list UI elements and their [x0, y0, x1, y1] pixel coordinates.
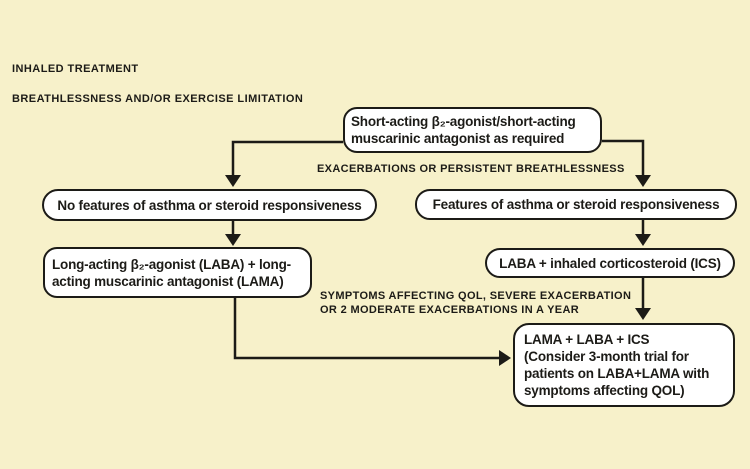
arrow-ics-to-triple	[635, 278, 651, 320]
box-text-line: LAMA + LABA + ICS	[524, 332, 650, 347]
box-text-line: (Consider 3-month trial for	[524, 349, 689, 364]
box-text-line: Features of asthma or steroid responsive…	[432, 197, 720, 212]
arrow-noasthma-to-labalama	[225, 221, 241, 246]
box-no-asthma-features: No features of asthma or steroid respons…	[42, 189, 377, 221]
box-text-line: patients on LABA+LAMA with	[524, 366, 710, 381]
exacerbations-label: EXACERBATIONS OR PERSISTENT BREATHLESSNE…	[317, 163, 625, 175]
box-text-line: muscarinic antagonist as required	[351, 131, 565, 146]
breathlessness-heading: BREATHLESSNESS AND/OR EXERCISE LIMITATIO…	[12, 93, 304, 105]
box-short-acting-bronchodilator: Short-acting β₂-agonist/short-acting mus…	[343, 107, 602, 153]
box-asthma-features: Features of asthma or steroid responsive…	[415, 189, 737, 220]
symptoms-label-line: OR 2 MODERATE EXACERBATIONS IN A YEAR	[320, 304, 580, 316]
arrow-asthma-to-ics	[635, 220, 651, 246]
box-text-line: symptoms affecting QOL)	[524, 383, 685, 398]
arrow-saba-to-asthma	[602, 139, 651, 187]
arrow-labalama-to-triple	[233, 298, 511, 366]
symptoms-label-line: SYMPTOMS AFFECTING QOL, SEVERE EXACERBAT…	[320, 290, 632, 302]
arrow-saba-to-noasthma	[225, 140, 343, 187]
page-title: INHALED TREATMENT	[12, 63, 139, 75]
box-text-line: Short-acting β₂-agonist/short-acting	[351, 114, 576, 129]
box-triple-therapy: LAMA + LABA + ICS (Consider 3-month tria…	[513, 323, 735, 407]
box-text-line: LABA + inhaled corticosteroid (ICS)	[499, 255, 721, 271]
box-text-line: Long-acting β₂-agonist (LABA) + long-	[52, 256, 291, 272]
box-text-line: No features of asthma or steroid respons…	[57, 197, 362, 213]
box-laba-plus-ics: LABA + inhaled corticosteroid (ICS)	[485, 248, 735, 278]
symptoms-label: SYMPTOMS AFFECTING QOL, SEVERE EXACERBAT…	[320, 289, 631, 317]
box-text-line: acting muscarinic antagonist (LAMA)	[52, 273, 284, 289]
box-laba-plus-lama: Long-acting β₂-agonist (LABA) + long- ac…	[43, 247, 312, 298]
